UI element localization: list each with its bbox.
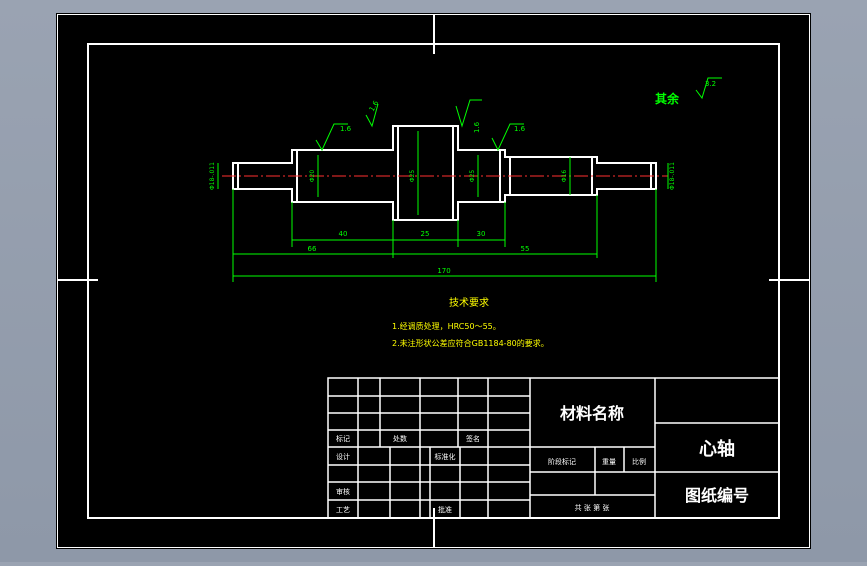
tb-label-sheets: 共 张 第 张: [575, 503, 610, 512]
dimension-lines: [217, 131, 669, 282]
dim-40: 40: [339, 230, 348, 238]
tb-label-count: 处数: [393, 434, 407, 443]
dim-55: 55: [521, 245, 530, 253]
title-block-labels: 标记 处数 签名 设计 标准化 审核 工艺 批准 阶段标记 重量 比例 共 张 …: [336, 434, 646, 514]
tech-item-2: 2.未注形状公差应符合GB1184-80的要求。: [392, 338, 549, 348]
tb-label-standard: 标准化: [435, 452, 456, 461]
tb-label-mark: 标记: [336, 434, 350, 443]
tb-label-weight: 重量: [602, 458, 616, 466]
dim-170: 170: [437, 267, 450, 275]
horizontal-dimensions: 40 25 30 66 55 170: [308, 230, 530, 275]
tb-label-process: 工艺: [336, 506, 350, 514]
part-name: 心轴: [699, 438, 735, 460]
roughness-default-value: 3.2: [705, 80, 716, 88]
dim-dia-20: Φ20: [309, 170, 316, 183]
tb-label-approve: 批准: [438, 505, 452, 514]
roughness-1: 1.6: [340, 125, 352, 133]
diameter-dimensions: Φ18-.011 Φ20 Φ25 Φ25 Φ16 Φ18-.011: [209, 162, 676, 190]
dim-25: 25: [421, 230, 430, 238]
tb-label-stage: 阶段标记: [548, 457, 576, 466]
roughness-4: 1.6: [514, 125, 526, 133]
roughness-3: 1.6: [473, 121, 481, 133]
dim-dia-16: Φ16: [561, 170, 568, 183]
tb-label-review: 审核: [336, 487, 350, 496]
tech-item-1: 1.经调质处理，HRC50～55。: [392, 321, 501, 331]
material-name: 材料名称: [560, 404, 624, 423]
dim-30: 30: [477, 230, 486, 238]
title-block-grid: [327, 377, 780, 519]
dim-dia-right-end: Φ18-.011: [669, 162, 676, 190]
dim-dia-left-end: Φ18-.011: [209, 162, 216, 190]
drawing-number: 图纸编号: [685, 486, 749, 505]
dim-dia-25a: Φ25: [409, 170, 416, 183]
tb-label-design: 设计: [336, 452, 350, 461]
dim-dia-25b: Φ25: [469, 170, 476, 183]
tb-label-scale: 比例: [632, 457, 646, 466]
roughness-symbols: [315, 77, 722, 152]
dim-66: 66: [308, 245, 317, 253]
sheet-background: [56, 13, 811, 549]
tb-label-sign: 签名: [466, 434, 480, 443]
roughness-label: 其余: [655, 91, 680, 106]
tech-title: 技术要求: [449, 296, 489, 309]
